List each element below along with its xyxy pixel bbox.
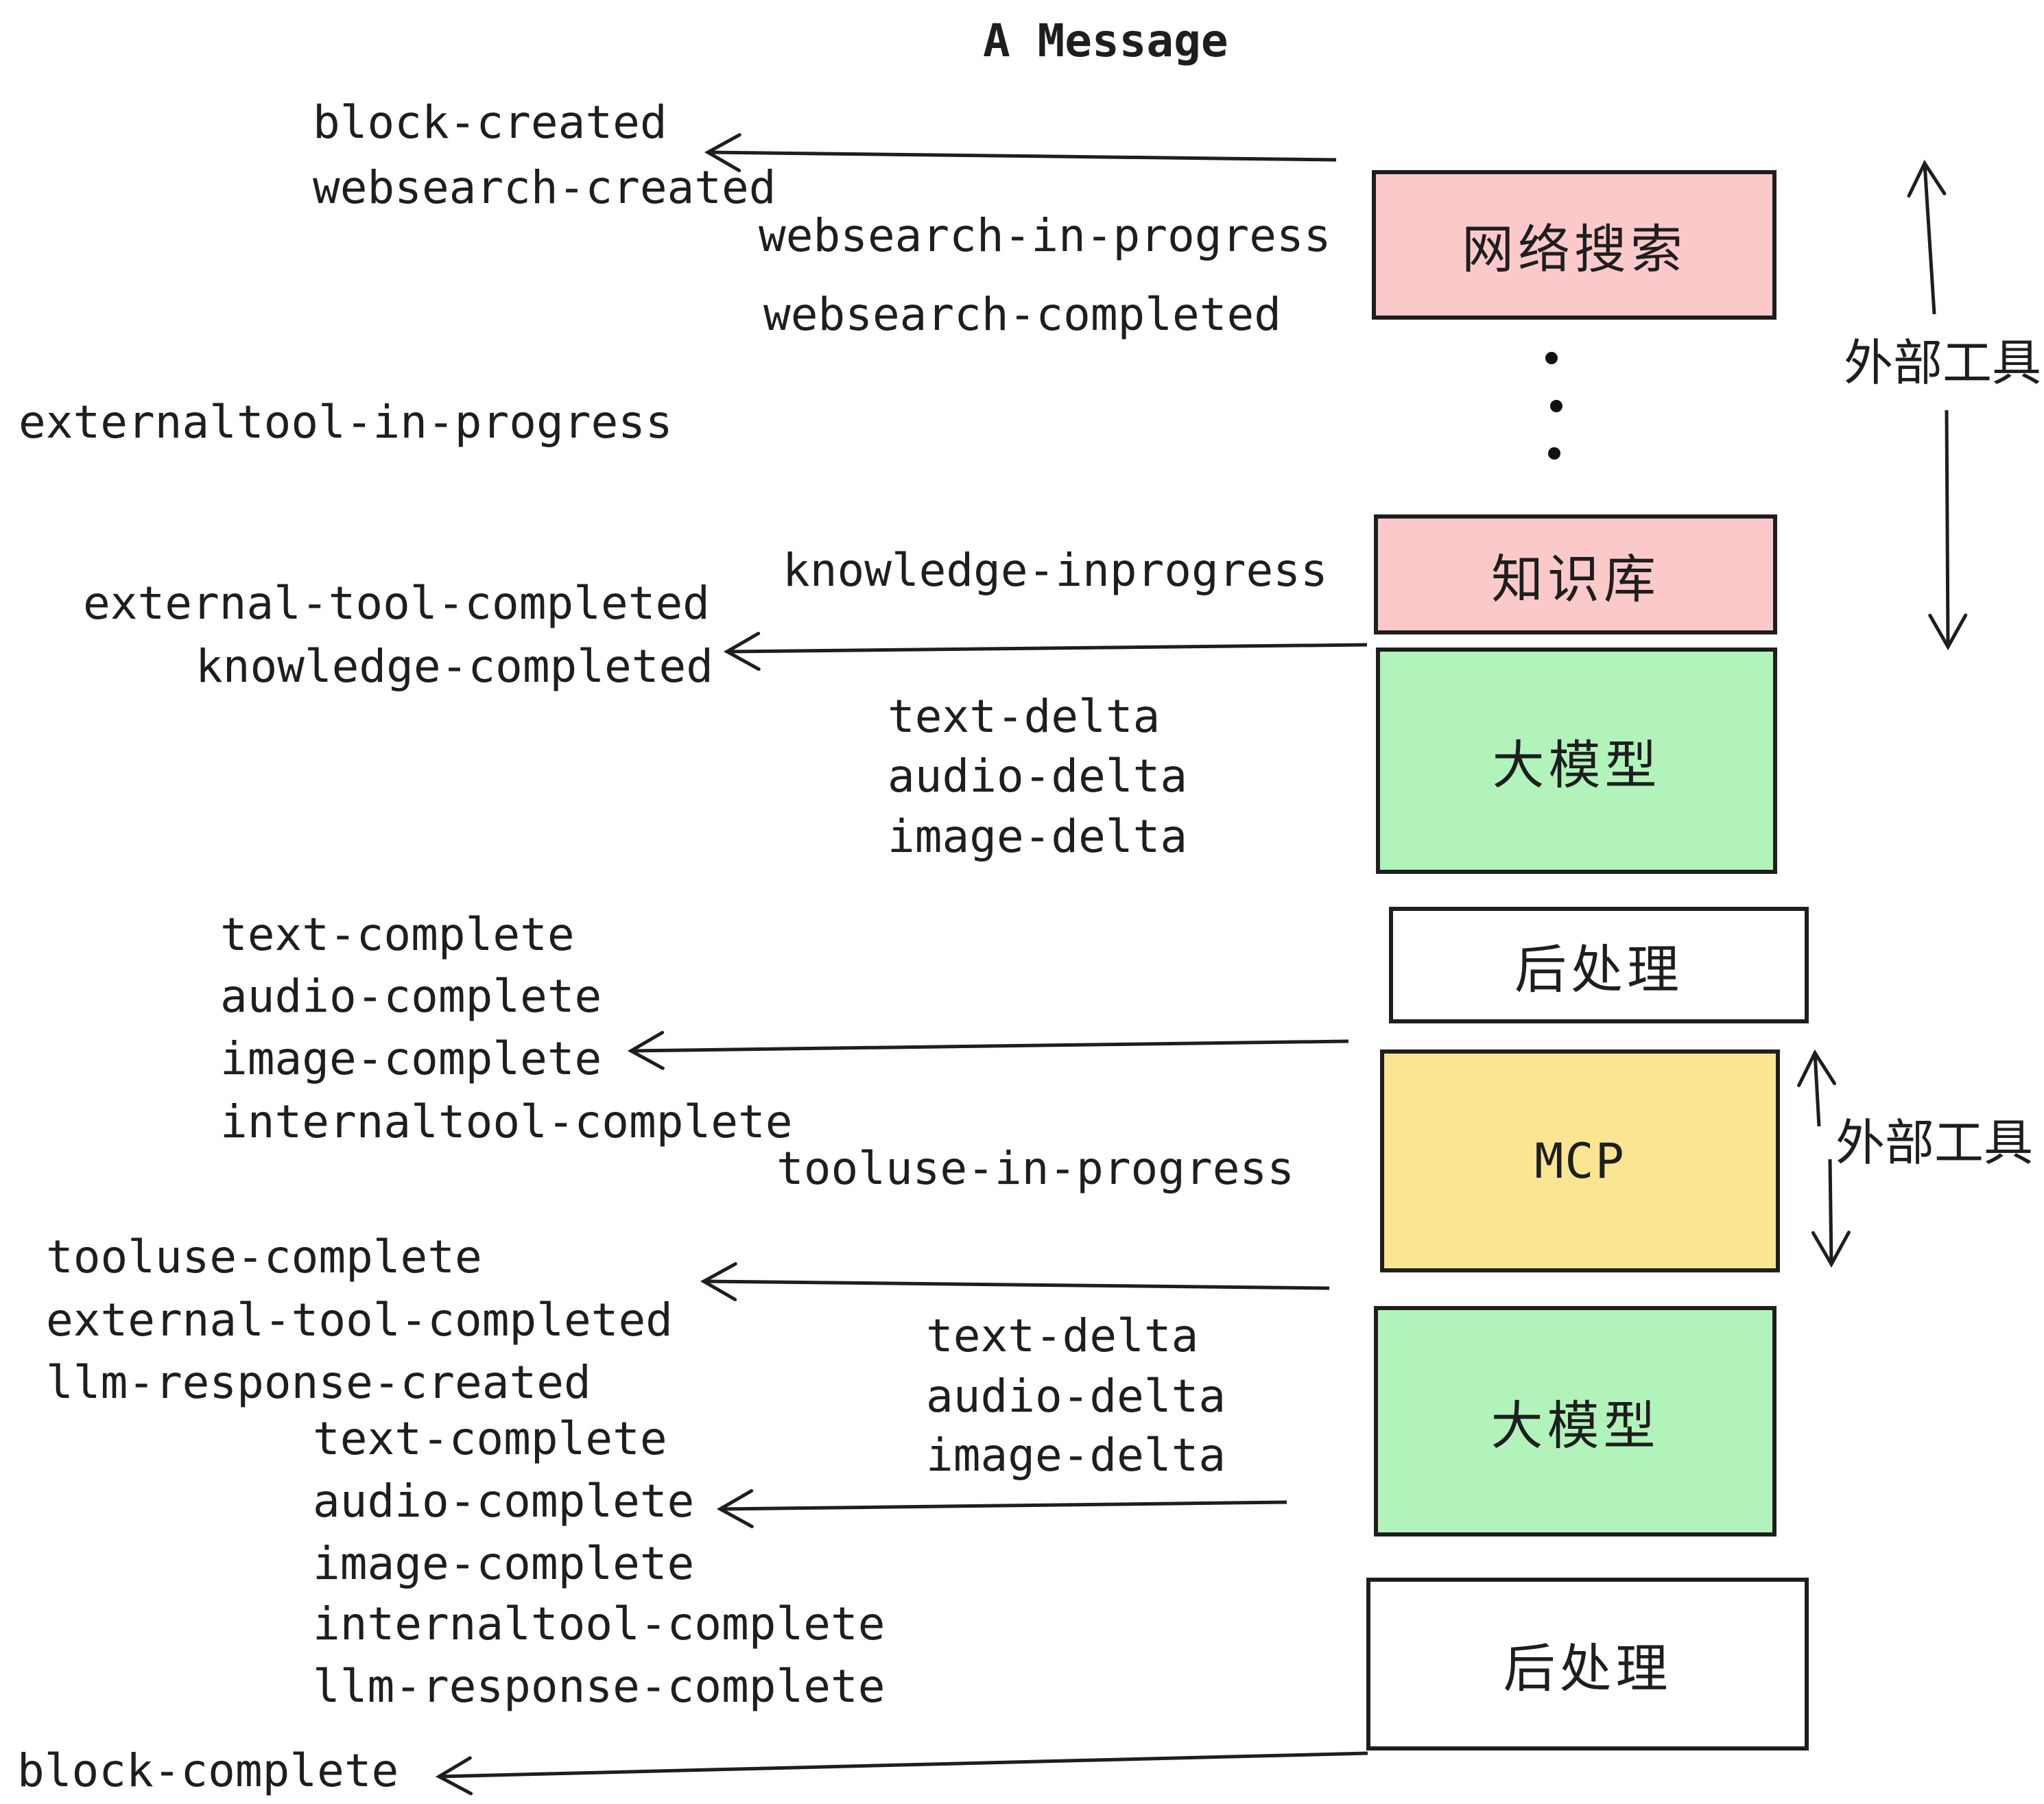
box-postprocess-1-label: 后处理 bbox=[1514, 941, 1683, 999]
box-knowledge: 知识库 bbox=[1374, 514, 1777, 634]
event-audio-complete-1: audio-complete bbox=[220, 970, 602, 1023]
arrow-down-external-tools-bottom-icon bbox=[1811, 1159, 1851, 1268]
arrow-left-to-block-complete-icon bbox=[435, 1751, 1368, 1796]
event-image-complete-2: image-complete bbox=[313, 1537, 695, 1590]
event-text-delta-1: text-delta bbox=[888, 690, 1161, 743]
box-websearch-label: 网络搜索 bbox=[1462, 221, 1687, 279]
box-llm-1: 大模型 bbox=[1376, 648, 1777, 874]
arrow-left-to-tooluse-complete-icon bbox=[700, 1262, 1330, 1302]
box-llm-2-label: 大模型 bbox=[1490, 1397, 1660, 1456]
event-block-created: block-created bbox=[313, 96, 667, 149]
event-audio-delta-2: audio-delta bbox=[926, 1370, 1226, 1423]
external-tools-label-top: 外部工具 bbox=[1844, 336, 2042, 391]
box-llm-2: 大模型 bbox=[1374, 1306, 1776, 1536]
event-knowledge-inprogress: knowledge-inprogress bbox=[783, 544, 1328, 597]
event-image-delta-2: image-delta bbox=[926, 1429, 1226, 1482]
event-llm-response-complete: llm-response-complete bbox=[313, 1660, 886, 1713]
diagram-title: A Message bbox=[983, 14, 1228, 67]
box-mcp-label: MCP bbox=[1534, 1132, 1626, 1189]
box-postprocess-2-label: 后处理 bbox=[1503, 1640, 1672, 1698]
box-mcp: MCP bbox=[1380, 1049, 1780, 1272]
event-internaltool-complete-2: internaltool-complete bbox=[313, 1598, 886, 1650]
event-tooluse-complete: tooluse-complete bbox=[46, 1231, 482, 1283]
event-text-complete-2: text-complete bbox=[313, 1412, 667, 1465]
event-image-delta-1: image-delta bbox=[888, 810, 1188, 863]
box-postprocess-2: 后处理 bbox=[1366, 1578, 1809, 1750]
event-external-tool-completed-1: external-tool-completed bbox=[83, 577, 710, 630]
event-audio-complete-2: audio-complete bbox=[313, 1475, 695, 1528]
vertical-dots-icon bbox=[1545, 352, 1562, 460]
event-text-complete-1: text-complete bbox=[220, 908, 575, 961]
event-external-tool-completed-2: external-tool-completed bbox=[46, 1294, 673, 1346]
box-llm-1-label: 大模型 bbox=[1492, 737, 1661, 795]
box-websearch: 网络搜索 bbox=[1372, 170, 1776, 320]
arrow-left-to-block-created-icon bbox=[704, 133, 1337, 173]
box-knowledge-label: 知识库 bbox=[1491, 550, 1660, 609]
box-postprocess-1: 后处理 bbox=[1389, 907, 1809, 1023]
event-image-complete-1: image-complete bbox=[220, 1032, 602, 1085]
arrow-left-to-knowledge-completed-icon bbox=[723, 632, 1368, 672]
event-externaltool-in-progress: externaltool-in-progress bbox=[19, 396, 673, 449]
event-websearch-created: websearch-created bbox=[313, 161, 776, 214]
arrow-up-external-tools-bottom-icon bbox=[1797, 1049, 1837, 1127]
event-text-delta-2: text-delta bbox=[926, 1309, 1199, 1362]
event-block-complete: block-complete bbox=[17, 1744, 399, 1797]
arrow-up-external-tools-top-icon bbox=[1907, 159, 1947, 315]
arrow-left-to-image-complete-icon bbox=[627, 1030, 1349, 1070]
arrow-left-to-audio-complete-icon bbox=[716, 1488, 1287, 1528]
arrow-down-external-tools-top-icon bbox=[1928, 410, 1968, 651]
event-audio-delta-1: audio-delta bbox=[888, 750, 1188, 803]
event-knowledge-completed: knowledge-completed bbox=[195, 640, 713, 693]
event-websearch-in-progress: websearch-in-progress bbox=[759, 209, 1331, 262]
event-websearch-completed: websearch-completed bbox=[763, 288, 1281, 341]
event-llm-response-created: llm-response-created bbox=[46, 1356, 591, 1409]
external-tools-label-bottom: 外部工具 bbox=[1835, 1116, 2034, 1171]
event-tooluse-in-progress: tooluse-in-progress bbox=[776, 1142, 1294, 1195]
event-internaltool-complete-1: internaltool-complete bbox=[220, 1095, 793, 1148]
